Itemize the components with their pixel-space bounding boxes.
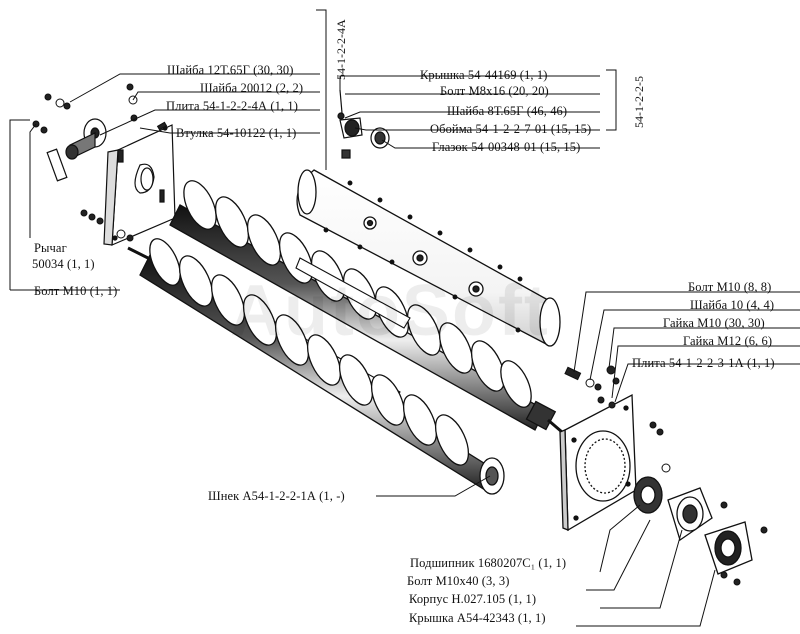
callout-shaiba-20012: Шайба 20012 (2, 2) — [200, 81, 304, 95]
watermark: AutoSoft — [230, 271, 550, 351]
callout-bolt-m10-right: Болт М10 (8, 8) — [688, 280, 772, 294]
callout-vtulka: Втулка 54-10122 (1, 1) — [176, 126, 297, 140]
leader-lines — [9, 9, 800, 627]
cover-tube — [296, 169, 561, 347]
callout-plita-3-1a: Плита 54-1-2-2-3-1А (1, 1) — [632, 356, 775, 370]
left-plate — [103, 124, 176, 246]
group-label-upper: 54-1-2-2-4A — [334, 19, 348, 80]
bearing-housing-cover — [633, 476, 753, 575]
callout-oboima: Обойма 54-1-2-2-7-01 (15, 15) — [430, 122, 592, 136]
callout-shaiba-8t: Шайба 8Т.65Г (46, 46) — [447, 104, 568, 118]
callout-rychag: Рычаг — [34, 241, 67, 255]
bushing-flange — [46, 118, 107, 182]
callout-bolt-m8: Болт М8х16 (20, 20) — [440, 84, 549, 98]
callout-korpus: Корпус Н.027.105 (1, 1) — [409, 592, 537, 606]
callout-shaiba-10: Шайба 10 (4, 4) — [690, 298, 775, 312]
callout-rychag-number: 50034 (1, 1) — [32, 257, 95, 271]
callout-gaika-m12: Гайка М12 (6, 6) — [683, 334, 773, 348]
callout-plita-4a: Плита 54-1-2-2-4А (1, 1) — [166, 99, 299, 113]
callout-glazok: Глазок 54-00348-01 (15, 15) — [432, 140, 581, 154]
inspection-window — [337, 89, 390, 159]
callout-kryshka-42343: Крышка А54-42343 (1, 1) — [409, 611, 546, 625]
callout-bolt-m10-left: Болт М10 (1, 1) — [34, 284, 118, 298]
callout-podshipnik: Подшипник 1680207С₁ (1, 1) — [410, 556, 567, 570]
right-end-plate — [559, 393, 637, 532]
group-label-right: 54-1-2-2-5 — [632, 76, 646, 128]
callout-kryshka-44169: Крышка 54-44169 (1, 1) — [420, 68, 548, 82]
auger-screw-lower — [127, 238, 505, 495]
callout-shaiba-12t: Шайба 12Т.65Г (30, 30) — [167, 63, 294, 77]
callout-bolt-m10x40: Болт М10х40 (3, 3) — [407, 574, 510, 588]
callout-shnek: Шнек А54-1-2-2-1А (1, -) — [208, 489, 345, 503]
callout-gaika-m10: Гайка М10 (30, 30) — [663, 316, 765, 330]
